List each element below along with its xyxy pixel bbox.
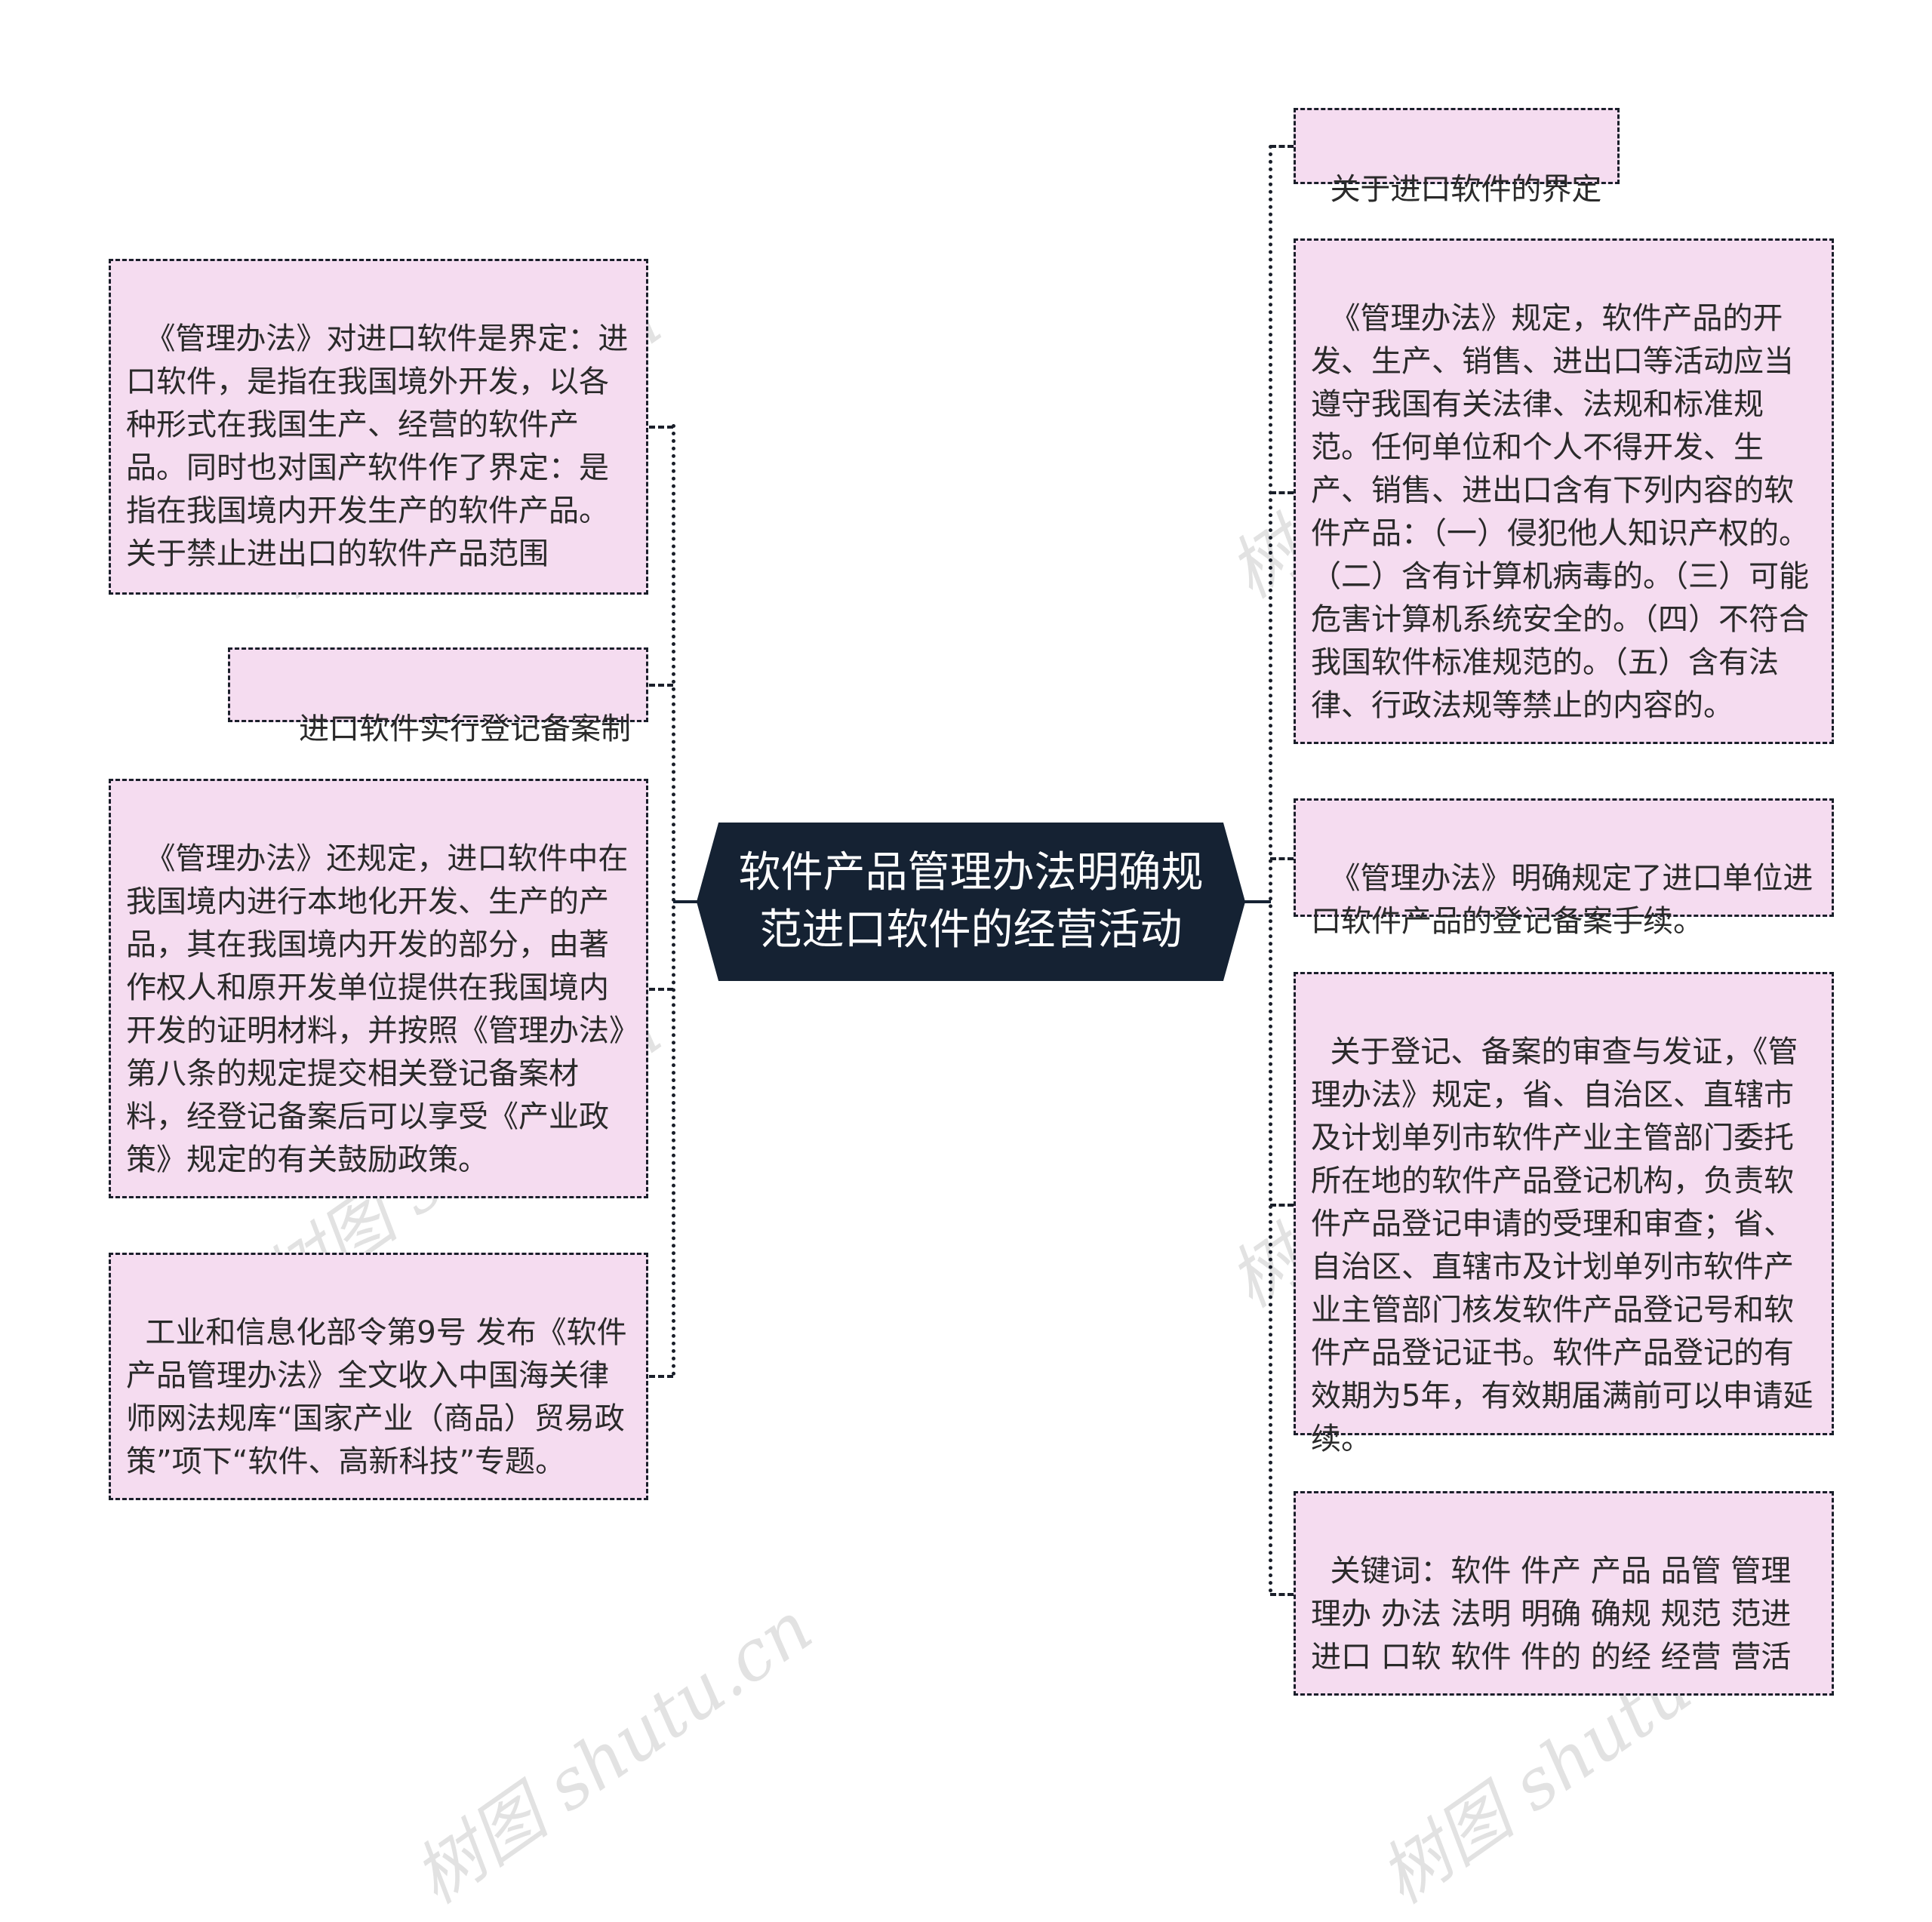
right-node-review-and-certification[interactable]: 关于登记、备案的审查与发证，《管理办法》规定，省、自治区、直辖市及计划单列市软件… <box>1294 972 1834 1456</box>
right-node-definition-title[interactable]: 关于进口软件的界定 <box>1294 108 1620 207</box>
left-connector-3 <box>649 988 673 991</box>
left-connector-4 <box>649 1375 673 1378</box>
right-connector-5 <box>1270 1593 1294 1596</box>
watermark: 树图 shutu.cn <box>399 1586 826 1920</box>
right-node-registration-procedure[interactable]: 《管理办法》明确规定了进口单位进口软件产品的登记备案手续。 <box>1294 798 1834 939</box>
right-connector-2 <box>1270 491 1294 494</box>
right-node-prohibited-content[interactable]: 《管理办法》规定，软件产品的开发、生产、销售、进出口等活动应当遵守我国有关法律、… <box>1294 238 1834 744</box>
node-text: 进口软件实行登记备案制 <box>299 712 631 746</box>
left-node-import-software-definition[interactable]: 《管理办法》对进口软件是界定：进口软件，是指在我国境外开发，以各种形式在我国生产… <box>109 259 648 595</box>
central-topic-text: 软件产品管理办法明确规范进口软件的经营活动 <box>738 848 1204 955</box>
right-trunk-connector <box>1269 145 1272 1594</box>
central-topic[interactable]: 软件产品管理办法明确规范进口软件的经营活动 <box>697 823 1245 981</box>
right-connector-1 <box>1270 145 1294 148</box>
node-text: 《管理办法》还规定，进口软件中在我国境内进行本地化开发、生产的产品，其在我国境内… <box>126 841 629 1177</box>
node-text: 《管理办法》规定，软件产品的开发、生产、销售、进出口等活动应当遵守我国有关法律、… <box>1311 301 1809 723</box>
left-center-connector <box>673 900 703 903</box>
node-text: 《管理办法》对进口软件是界定：进口软件，是指在我国境外开发，以各种形式在我国生产… <box>126 321 654 571</box>
node-text: 关键词：软件 件产 产品 品管 管理 理办 办法 法明 明确 确规 规范 范进 … <box>1311 1554 1801 1674</box>
node-text: 关于登记、备案的审查与发证，《管理办法》规定，省、自治区、直辖市及计划单列市软件… <box>1311 1035 1814 1456</box>
right-node-keywords[interactable]: 关键词：软件 件产 产品 品管 管理 理办 办法 法明 明确 确规 规范 范进 … <box>1294 1491 1834 1696</box>
node-text: 《管理办法》明确规定了进口单位进口软件产品的登记备案手续。 <box>1311 861 1814 939</box>
left-node-source-note[interactable]: 工业和信息化部令第9号 发布《软件产品管理办法》全文收入中国海关律师网法规库“国… <box>109 1253 648 1500</box>
left-connector-2 <box>649 684 673 687</box>
right-connector-3 <box>1270 857 1294 860</box>
left-node-localization-policy[interactable]: 《管理办法》还规定，进口软件中在我国境内进行本地化开发、生产的产品，其在我国境内… <box>109 779 648 1198</box>
node-text: 工业和信息化部令第9号 发布《软件产品管理办法》全文收入中国海关律师网法规库“国… <box>126 1315 627 1479</box>
right-connector-4 <box>1270 1204 1294 1207</box>
left-node-registration-system[interactable]: 进口软件实行登记备案制 <box>228 647 648 746</box>
left-connector-1 <box>649 426 673 429</box>
node-text: 关于进口软件的界定 <box>1330 172 1602 207</box>
right-center-connector <box>1238 900 1271 903</box>
